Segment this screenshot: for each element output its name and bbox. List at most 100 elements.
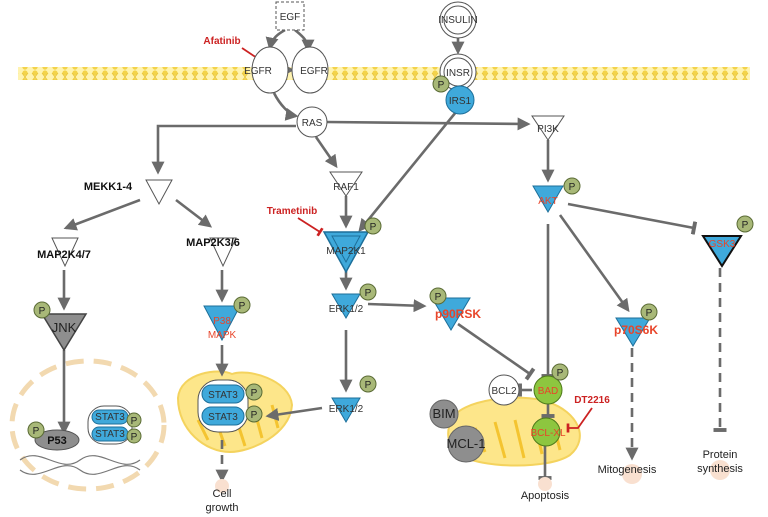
phospho-label: P <box>435 292 442 303</box>
label-mitogenesis: Mitogenesis <box>598 464 657 476</box>
label-mcl1: MCL-1 <box>446 436 485 451</box>
label-map2k1: MAP2K1 <box>326 246 366 257</box>
edge-ras-pi3k <box>326 117 531 131</box>
drug-trametinib: Trametinib <box>267 206 318 217</box>
nucleus <box>9 358 167 492</box>
node-mcl1 <box>447 425 485 463</box>
label-bcl2: BCL2 <box>491 386 516 397</box>
phospho-label: P <box>33 426 40 437</box>
edge-mekk-map2k4 <box>63 198 141 231</box>
edge-akt-gsk3 <box>567 202 698 235</box>
phospho-jnk <box>33 301 51 319</box>
edge-ras-mekk <box>151 124 296 175</box>
phospho-label: P <box>646 308 653 319</box>
label-growth: growth <box>205 502 238 514</box>
label-ras: RAS <box>302 118 323 129</box>
label-p38: P38 <box>213 316 231 327</box>
label-akt: AKT <box>538 196 557 207</box>
phospho-akt <box>563 177 581 195</box>
node-raf1 <box>329 171 363 197</box>
outcome-cell-growth: Cell growth <box>205 479 239 514</box>
node-p70s6k <box>615 317 651 347</box>
label-egfr-1: EGFR <box>244 66 272 77</box>
phospho-label: P <box>557 368 564 379</box>
node-stat3-dimer-mito: STAT3 STAT3 P P <box>197 379 263 433</box>
phospho-label: P <box>131 432 138 443</box>
phospho-bad <box>551 363 569 381</box>
label-jnk: JNK <box>52 320 77 335</box>
node-p53 <box>34 429 80 451</box>
outcome-apoptosis: Apoptosis <box>521 477 570 502</box>
label-erk-2: ERK1/2 <box>329 404 364 415</box>
inhibition-trametinib <box>297 217 324 237</box>
label-insulin: INSULIN <box>438 15 477 26</box>
edge-egf-egfr1 <box>265 28 286 51</box>
node-bim <box>429 399 459 429</box>
phospho-erk-2 <box>359 375 377 393</box>
phospho-label: P <box>365 288 372 299</box>
label-map2k3: MAP2K3/6 <box>186 237 240 249</box>
label-cell: Cell <box>213 488 232 500</box>
label-stat3-b: STAT3 <box>95 429 125 440</box>
label-apoptosis: Apoptosis <box>521 490 570 502</box>
node-bad <box>533 375 563 405</box>
node-egfr-1 <box>251 46 289 94</box>
node-map2k3 <box>209 237 237 268</box>
phospho-gsk3 <box>736 215 754 233</box>
phospho-label: P <box>569 182 576 193</box>
label-mapk: MAPK <box>208 330 237 341</box>
node-erk-1 <box>331 293 361 319</box>
node-bclxl <box>531 417 561 447</box>
label-stat3-a: STAT3 <box>95 412 125 423</box>
outcome-protein-synthesis: Protein synthesis <box>697 449 743 480</box>
node-erk-2 <box>331 397 361 423</box>
phospho-label: P <box>370 222 377 233</box>
node-mekk <box>145 179 173 206</box>
label-erk-1: ERK1/2 <box>329 304 364 315</box>
phospho-p38 <box>233 296 251 314</box>
phospho-p53 <box>27 421 45 439</box>
label-egfr-2: EGFR <box>300 66 328 77</box>
node-insulin <box>439 1 477 39</box>
outcome-mitogenesis: Mitogenesis <box>598 464 657 484</box>
cell-membrane <box>18 67 750 80</box>
edge-erk2-stat3 <box>265 406 323 421</box>
node-bcl2 <box>488 374 520 406</box>
label-bim: BIM <box>432 406 455 421</box>
label-egf: EGF <box>280 12 301 23</box>
node-irs1 <box>445 85 475 115</box>
label-irs1: IRS1 <box>449 96 472 107</box>
label-map2k4: MAP2K4/7 <box>37 249 91 261</box>
phospho-label: P <box>131 416 138 427</box>
label-pi3k: PI3K <box>537 124 559 135</box>
label-raf1: RAF1 <box>333 182 359 193</box>
edge-erk-p90rsk <box>367 299 427 313</box>
inhibition-dt2216 <box>566 407 593 433</box>
phospho-label: P <box>742 220 749 231</box>
edge-p90rsk-bad <box>457 322 536 381</box>
node-egf <box>275 1 305 31</box>
phospho-irs1 <box>432 75 450 93</box>
edge-akt-p70s6k <box>558 214 630 313</box>
edge-egfr-ras <box>272 92 299 121</box>
node-akt <box>532 185 564 214</box>
label-p70s6k: p70S6K <box>614 323 658 337</box>
phospho-label: P <box>365 380 372 391</box>
node-gsk3 <box>701 235 743 268</box>
node-p38 <box>203 305 241 342</box>
label-gsk3: GSK3 <box>709 239 736 250</box>
drug-dt2216: DT2216 <box>574 395 610 406</box>
drug-afatinib: Afatinib <box>203 36 240 47</box>
dna-strand <box>19 455 141 475</box>
node-p90rsk <box>431 297 471 331</box>
edge-mekk-map2k3 <box>175 198 213 228</box>
phospho-label: P <box>251 410 258 421</box>
phospho-erk-1 <box>359 283 377 301</box>
phospho-label: P <box>39 306 46 317</box>
label-p90rsk: p90RSK <box>435 307 481 321</box>
phospho-label: P <box>251 388 258 399</box>
phospho-label: P <box>438 80 445 91</box>
label-protein: Protein <box>703 449 738 461</box>
edge-ras-raf1 <box>314 136 338 169</box>
